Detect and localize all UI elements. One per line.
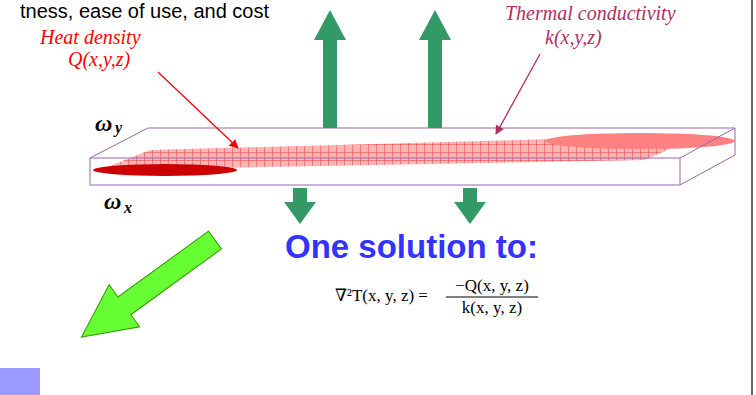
dimension-subscript: x xyxy=(124,199,132,217)
heat-spot xyxy=(93,164,237,176)
heat-density-symbol: Q(x,y,z) xyxy=(68,48,130,70)
conductivity-symbol: k(x,y,z) xyxy=(545,26,602,48)
slide-text: tness, ease of use, and cost xyxy=(20,0,269,22)
heat-spot xyxy=(545,133,735,149)
dimension-label: ω xyxy=(95,110,112,136)
leader-line xyxy=(496,54,540,134)
heat-flow-arrow xyxy=(284,10,486,224)
heat-density-label: Heat density xyxy=(40,26,141,48)
dimension-label: ω xyxy=(104,188,121,214)
fraction-bar xyxy=(446,297,538,298)
equation-numerator: −Q(x, y, z) xyxy=(446,277,538,296)
slide-tab xyxy=(0,368,40,395)
dimension-subscript: y xyxy=(115,119,122,137)
pointer-arrow xyxy=(66,219,230,358)
slide-border xyxy=(751,0,753,395)
leader-line xyxy=(158,72,238,148)
heading-text: One solution to: xyxy=(285,229,538,265)
equation-lhs: ∇²T(x, y, z) = xyxy=(335,287,428,306)
equation-denominator: k(x, y, z) xyxy=(446,299,538,318)
conductivity-label: Thermal conductivity xyxy=(505,2,676,24)
slab-outline xyxy=(90,128,735,185)
